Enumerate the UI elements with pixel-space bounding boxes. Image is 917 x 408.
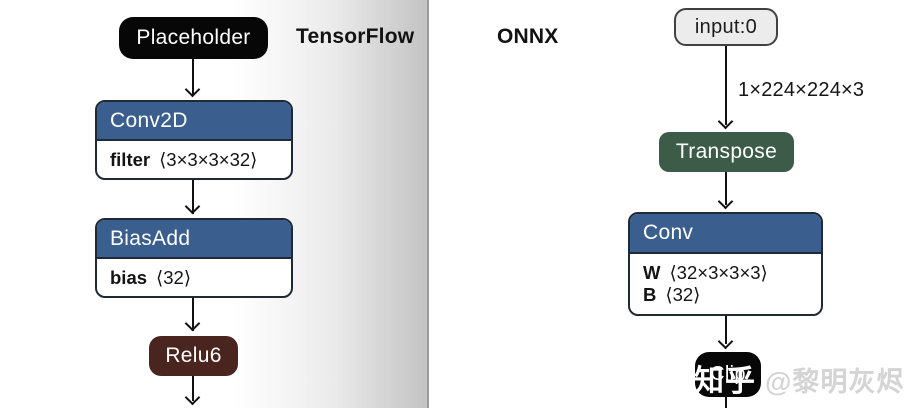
edge-clip-down	[725, 397, 727, 408]
conv-node-title: Conv	[643, 221, 694, 244]
edge-relu6-down	[192, 376, 194, 401]
conv2d-node: Conv2D filter ⟨3×3×3×32⟩	[95, 100, 293, 180]
tensor-shape-label: 1×224×224×3	[738, 79, 865, 101]
conv2d-filter-value: ⟨3×3×3×32⟩	[159, 148, 258, 170]
biasadd-bias-attr: bias ⟨32⟩	[110, 267, 191, 289]
edge-biasadd-to-relu6	[192, 298, 194, 331]
relu6-node: Relu6	[149, 336, 238, 376]
tensorflow-label: TensorFlow	[296, 25, 415, 48]
conv2d-node-body: filter ⟨3×3×3×32⟩	[97, 141, 291, 178]
arrowhead-icon	[717, 113, 734, 130]
conv-node-body: W ⟨32×3×3×3⟩ B ⟨32⟩	[630, 254, 821, 314]
input-node: input:0	[674, 8, 778, 46]
conv-node-header: Conv	[630, 214, 821, 254]
edge-input-to-transpose	[725, 46, 727, 125]
conv-w-attr: W ⟨32×3×3×3⟩	[643, 262, 808, 284]
onnx-label: ONNX	[497, 25, 559, 48]
placeholder-node-label: Placeholder	[136, 26, 251, 49]
conv2d-node-header: Conv2D	[97, 102, 291, 141]
biasadd-bias-key: bias	[110, 266, 148, 288]
edge-conv2d-to-biasadd	[192, 180, 194, 214]
relu6-node-label: Relu6	[165, 344, 222, 367]
edge-placeholder-to-conv2d	[192, 59, 194, 96]
biasadd-node-title: BiasAdd	[110, 226, 191, 250]
conv-w-value: ⟨32×3×3×3⟩	[669, 262, 768, 283]
zhihu-watermark-username: @黎明灰烬	[765, 367, 905, 397]
conv-b-attr: B ⟨32⟩	[643, 284, 808, 306]
arrowhead-icon	[717, 193, 734, 210]
conv-b-key: B	[643, 284, 657, 305]
arrowhead-icon	[717, 333, 734, 350]
conv2d-filter-key: filter	[110, 148, 151, 170]
biasadd-node-header: BiasAdd	[97, 220, 291, 259]
biasadd-node: BiasAdd bias ⟨32⟩	[95, 218, 293, 298]
biasadd-bias-value: ⟨32⟩	[156, 266, 192, 288]
clip-node-label: Clip	[710, 363, 746, 385]
zhihu-watermark-logo: 知乎	[694, 365, 756, 398]
conv-w-key: W	[643, 262, 661, 283]
input-node-label: input:0	[694, 15, 758, 38]
conv2d-node-title: Conv2D	[110, 108, 188, 132]
clip-node: Clip	[695, 352, 761, 397]
conv2d-filter-attr: filter ⟨3×3×3×32⟩	[110, 149, 257, 171]
edge-conv-to-clip	[725, 316, 727, 344]
conv-node: Conv W ⟨32×3×3×3⟩ B ⟨32⟩	[628, 212, 823, 316]
transpose-node-label: Transpose	[675, 140, 778, 163]
transpose-node: Transpose	[659, 132, 794, 172]
placeholder-node: Placeholder	[119, 17, 268, 59]
conv-b-value: ⟨32⟩	[665, 284, 701, 305]
edge-transpose-to-conv	[725, 172, 727, 205]
biasadd-node-body: bias ⟨32⟩	[97, 259, 291, 296]
